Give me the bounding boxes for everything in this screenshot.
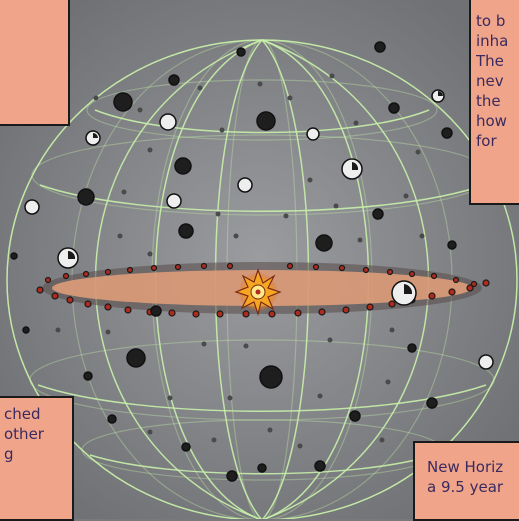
caption-line: nev	[476, 71, 519, 91]
caption-line: how	[476, 111, 519, 131]
caption-top-left	[0, 0, 70, 126]
caption-line: ched	[4, 404, 72, 424]
caption-line: The	[476, 51, 519, 71]
caption-line: other	[4, 424, 72, 444]
caption-bottom-right: New Horiz a 9.5 year	[413, 441, 519, 521]
caption-line: inha	[476, 31, 519, 51]
caption-line: to b	[476, 11, 519, 31]
caption-line: a 9.5 year	[427, 477, 519, 497]
caption-bottom-left: ched other g	[0, 396, 74, 521]
caption-line: for	[476, 131, 519, 151]
caption-top-right: to b inha The nev the how for	[469, 0, 519, 205]
caption-line: New Horiz	[427, 457, 519, 477]
caption-line: g	[4, 444, 72, 464]
caption-line: the	[476, 91, 519, 111]
